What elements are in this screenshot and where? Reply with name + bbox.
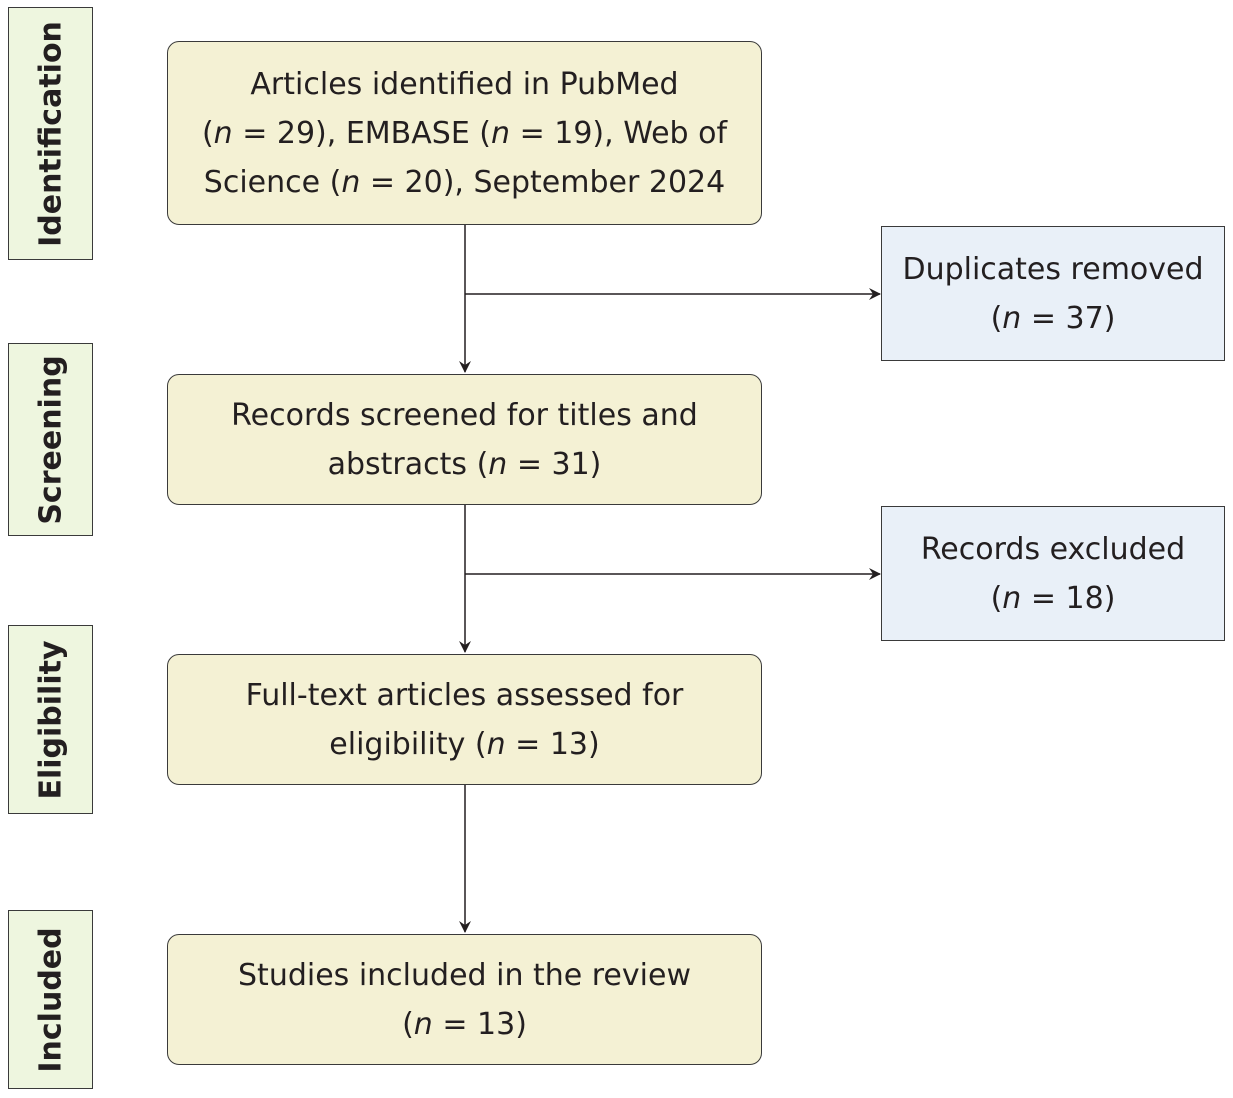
stage-included: Included: [8, 910, 93, 1089]
box-studies-included: Studies included in the review (n = 13): [167, 934, 762, 1065]
box-records-excluded-line2: (n = 18): [990, 580, 1116, 616]
box-articles-identified-line1: Articles identified in PubMed: [250, 66, 679, 102]
box-duplicates-removed-line2: (n = 37): [990, 300, 1116, 336]
stage-screening: Screening: [8, 343, 93, 536]
box-fulltext-assessed: Full-text articles assessed for eligibil…: [167, 654, 762, 785]
box-fulltext-assessed-line1: Full-text articles assessed for: [245, 677, 684, 713]
box-records-screened-line2: abstracts (n = 31): [327, 446, 602, 482]
box-records-excluded: Records excluded (n = 18): [881, 506, 1225, 641]
box-articles-identified-line2: (n = 29), EMBASE (n = 19), Web of: [201, 115, 728, 151]
box-duplicates-removed: Duplicates removed (n = 37): [881, 226, 1225, 361]
stage-identification: Identification: [8, 7, 93, 260]
box-records-excluded-line1: Records excluded: [920, 531, 1186, 567]
box-fulltext-assessed-line2: eligibility (n = 13): [329, 726, 600, 762]
stage-eligibility: Eligibility: [8, 625, 93, 814]
box-articles-identified-line3: Science (n = 20), September 2024: [203, 164, 726, 200]
box-studies-included-line1: Studies included in the review: [238, 957, 691, 993]
box-duplicates-removed-line1: Duplicates removed: [902, 251, 1204, 287]
box-records-screened-line1: Records screened for titles and: [231, 397, 698, 433]
box-records-screened: Records screened for titles and abstract…: [167, 374, 762, 505]
box-articles-identified: Articles identified in PubMed (n = 29), …: [167, 41, 762, 225]
box-studies-included-line2: (n = 13): [402, 1006, 527, 1042]
